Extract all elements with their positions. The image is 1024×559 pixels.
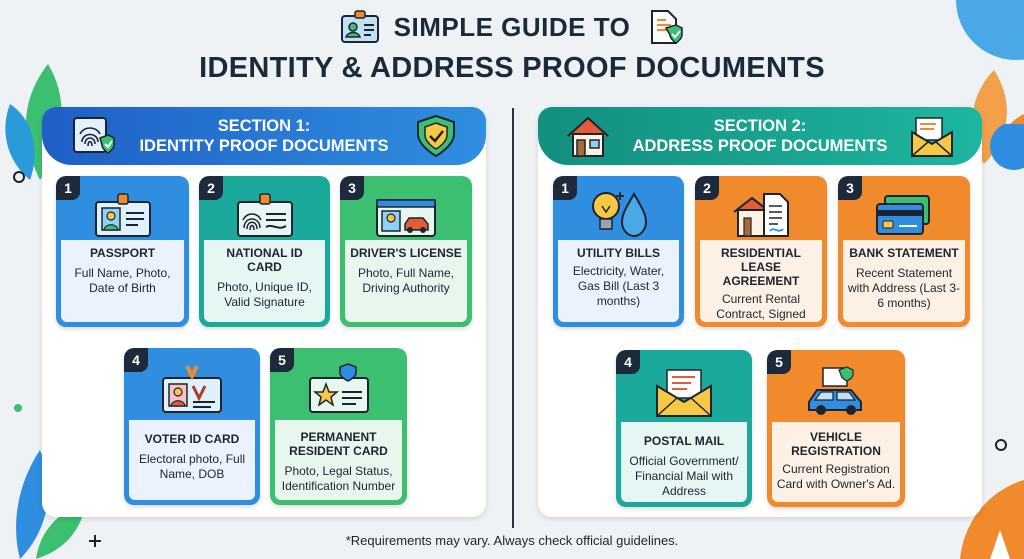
section1-title: IDENTITY PROOF DOCUMENTS [139,137,389,155]
section2-label: SECTION 2: [713,117,807,135]
card-title: POSTAL MAIL [643,434,725,448]
card-description: Official Government/ Financial Mail with… [629,454,739,498]
card-permanent-resident[interactable]: 5 PERMANENT RESIDENT CARD Photo, Legal S… [270,348,407,505]
card-bank-statement[interactable]: 3 BANK STATEMENT Recent Statement with A… [838,176,970,327]
circle-decoration-right [990,124,1024,170]
card-description: Recent Statement with Address (Last 3-6 … [847,266,961,310]
card-lease-agreement[interactable]: 2 RESIDENTIAL LEASE AGREEMENT Current Re… [695,176,827,327]
car-icon [808,366,862,415]
ring-decoration-left [13,171,25,183]
fingerprint-card-icon [236,193,293,237]
card-number: 2 [199,176,223,200]
card-national-id[interactable]: 2 NATIONAL ID CARD Photo, Unique ID, Val… [199,176,330,327]
dot-decoration-left [14,404,22,412]
card-number: 5 [270,348,294,372]
card-description: Full Name, Photo, Date of Birth [74,266,171,295]
fingerprint-shield-icon [73,117,115,154]
voter-card-icon [162,365,222,413]
card-number: 4 [616,350,640,374]
envelope-icon [911,117,953,157]
card-vehicle-registration[interactable]: 5 VEHICLE REGISTRATION Current Registrat… [767,350,905,507]
card-description: Current Registration Card with Owner's A… [776,462,896,491]
card-utility-bills[interactable]: 1 UTILITY BILLS Electricity, Water, Gas … [553,176,684,327]
card-description: Electricity, Water, Gas Bill (Last 3 mon… [572,264,665,308]
house-icon [567,116,609,157]
card-title: VOTER ID CARD [144,432,240,446]
card-number: 3 [838,176,862,200]
credit-card-icon [876,195,930,235]
circle-decoration-top-right [956,0,1024,60]
card-title: UTILITY BILLS [576,246,661,260]
card-title: PERMANENT RESIDENT CARD [289,430,388,458]
section1-label: SECTION 1: [217,117,311,135]
card-number: 2 [695,176,719,200]
card-title: DRIVER'S LICENSE [350,246,462,260]
title-line2: IDENTITY & ADDRESS PROOF DOCUMENTS [199,52,825,84]
card-title: BANK STATEMENT [849,246,959,260]
card-number: 4 [124,348,148,372]
card-description: Photo, Full Name, Driving Authority [357,266,455,295]
mail-envelope-icon [656,369,712,417]
leaf-decoration-bottom-right [960,480,1024,559]
card-title: PASSPORT [89,246,156,260]
card-number: 1 [56,176,80,200]
building-document-icon [733,193,789,237]
plus-decoration [89,535,101,547]
section-divider [512,108,514,528]
star-card-icon [308,363,369,413]
card-number: 3 [340,176,364,200]
bulb-water-icon [591,191,647,238]
card-number: 5 [767,350,791,374]
card-title: VEHICLE REGISTRATION [791,430,881,458]
card-description: Photo, Legal Status, Identification Numb… [281,464,396,493]
document-check-icon [651,10,684,44]
shield-check-icon [417,114,455,158]
card-description: Electoral photo, Full Name, DOB [138,452,246,481]
card-number: 1 [553,176,577,200]
section2-header: SECTION 2: ADDRESS PROOF DOCUMENTS [538,107,982,165]
section2-title: ADDRESS PROOF DOCUMENTS [632,137,888,155]
license-car-icon [376,199,436,237]
card-voter-id[interactable]: 4 VOTER ID CARD Electoral photo, Full Na… [124,348,260,505]
card-passport[interactable]: 1 PASSPORT Full Name, Photo, Date of Bir… [56,176,189,327]
card-description: Photo, Unique ID, Valid Signature [217,280,312,309]
section1-header: SECTION 1: IDENTITY PROOF DOCUMENTS [42,107,486,165]
card-drivers-license[interactable]: 3 DRIVER'S LICENSE Photo, Full Name, Dri… [340,176,472,327]
passport-icon [94,193,151,237]
footer-note: *Requirements may vary. Always check off… [345,533,679,548]
id-card-icon [340,10,379,43]
card-title: RESIDENTIAL LEASE AGREEMENT [720,246,801,288]
ring-decoration-right [995,439,1007,451]
page-header: SIMPLE GUIDE TO IDENTITY & ADDRESS PROOF… [0,10,1024,85]
card-title: NATIONAL ID CARD [226,246,303,274]
title-line1: SIMPLE GUIDE TO [393,11,631,42]
leaf-decoration-bottom-left [16,450,86,559]
card-postal-mail[interactable]: 4 POSTAL MAIL Official Government/ Finan… [616,350,752,507]
card-description: Current Rental Contract, Signed [716,292,806,321]
